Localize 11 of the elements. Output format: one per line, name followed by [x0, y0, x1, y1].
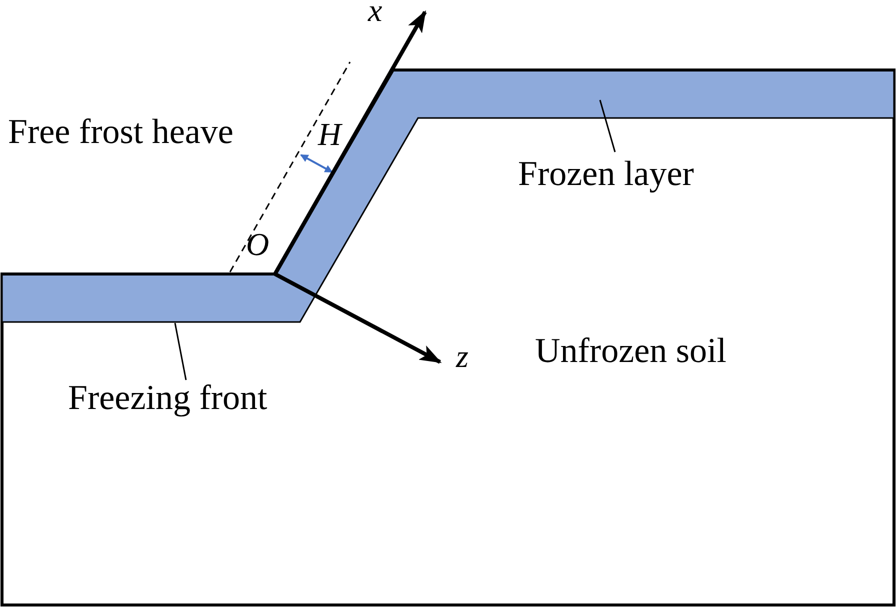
dimension-label: H [318, 118, 342, 150]
leader-label: Frozen layer [518, 156, 694, 191]
region-label: Unfrozen soil [535, 333, 726, 368]
annotation-text: Free frost heave [8, 114, 234, 149]
leader-line [174, 322, 187, 380]
frozen-layer-band [1, 69, 895, 323]
axis-label: z [456, 340, 468, 372]
leader-label: Freezing front [68, 380, 268, 415]
origin-label: O [246, 228, 270, 260]
axis-label: x [368, 0, 382, 26]
leader-line [599, 100, 616, 152]
